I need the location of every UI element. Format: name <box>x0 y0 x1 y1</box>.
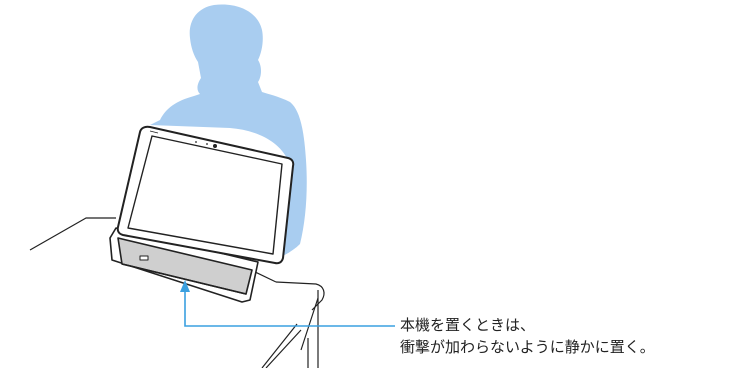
caption-line-1: 本機を置くときは、 <box>400 316 536 334</box>
monitor <box>116 125 295 265</box>
webcam-icon <box>213 144 217 148</box>
caption-line-2: 衝撃が加わらないように静かに置く。 <box>400 338 655 356</box>
bezel-logo <box>149 130 159 134</box>
callout-leader <box>184 290 395 327</box>
sensor-dot-left <box>195 141 197 143</box>
monitor-stand <box>109 227 259 303</box>
person-silhouette-icon <box>150 4 307 263</box>
up-arrow-icon <box>180 280 190 292</box>
caption: 本機を置くときは、 衝撃が加わらないように静かに置く。 <box>400 314 655 358</box>
power-button <box>139 255 149 261</box>
sensor-dot-right <box>206 143 208 145</box>
